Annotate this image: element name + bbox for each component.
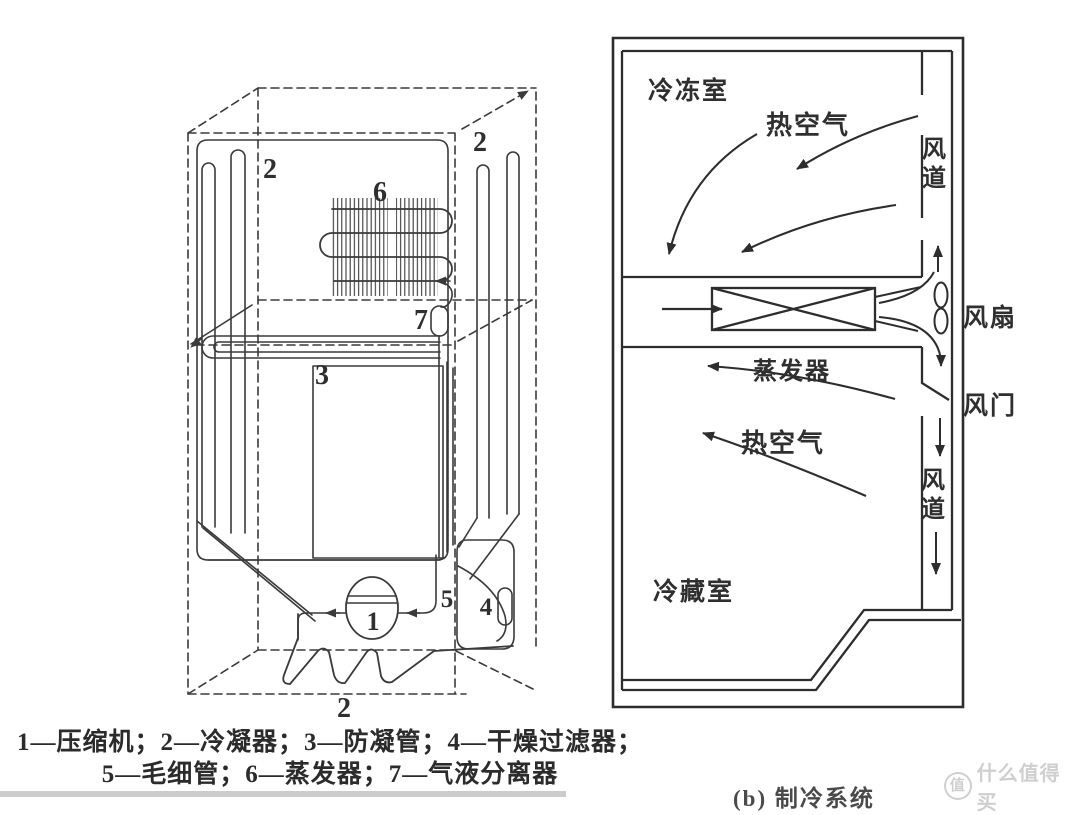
cabinet-dashed-box bbox=[187, 87, 537, 695]
bottom-step-inner bbox=[622, 618, 961, 692]
freezer-airflow-arrows bbox=[666, 114, 919, 255]
fridge-hot-air-arrow bbox=[702, 431, 867, 497]
left-refrigeration-diagram bbox=[187, 87, 537, 695]
damper-wall bbox=[920, 347, 950, 401]
anti-condensation-tube bbox=[201, 335, 441, 359]
outer-cabinet bbox=[611, 36, 965, 709]
fan-up-sweep bbox=[878, 271, 935, 304]
fan-down-sweep bbox=[878, 316, 946, 367]
label-compressor-number: 1 bbox=[366, 607, 380, 636]
figure-page: 2 2 6 7 3 1 5 4 2 冷冻室 热空气 风道 风扇 蒸发器 风门 热… bbox=[0, 36, 1060, 814]
condenser-right-tubes bbox=[476, 151, 520, 519]
sub-caption-partial: (b) 制冷系统 bbox=[733, 786, 875, 811]
label-condenser-bottom: 2 bbox=[337, 693, 351, 724]
label-fan: 风扇 bbox=[963, 305, 1018, 332]
legend-line-2: 5—毛细管；6—蒸发器；7—气液分离器 bbox=[101, 761, 559, 788]
watermark: 值 什么值得买 bbox=[944, 757, 1080, 815]
accumulator-capsule bbox=[430, 305, 449, 337]
label-accumulator-number: 7 bbox=[414, 305, 428, 336]
fan-icon bbox=[933, 281, 949, 335]
drier-compartment bbox=[456, 539, 515, 650]
bottom-condenser-serpentine bbox=[282, 613, 514, 685]
suction-pipes bbox=[438, 335, 454, 558]
evaporator-box bbox=[710, 286, 877, 332]
diagram-canvas bbox=[187, 36, 965, 709]
label-condenser-right: 2 bbox=[473, 127, 487, 158]
inner-lining bbox=[620, 49, 954, 690]
label-condenser-left: 2 bbox=[263, 154, 277, 185]
label-air-duct-bottom: 风道 bbox=[921, 468, 945, 524]
label-damper: 风门 bbox=[963, 393, 1018, 420]
drier-filter-capsule bbox=[497, 587, 513, 626]
compressor bbox=[345, 576, 399, 640]
evaporator-coil bbox=[319, 198, 453, 308]
tube-routing-left bbox=[196, 520, 316, 622]
evaporator-return-arrow bbox=[707, 361, 896, 401]
label-capillary-number: 5 bbox=[440, 586, 454, 613]
label-evaporator-number: 6 bbox=[373, 177, 387, 208]
right-airflow-diagram bbox=[611, 36, 965, 709]
discharge-pipe bbox=[297, 612, 347, 641]
label-fridge-compartment: 冷藏室 bbox=[653, 579, 735, 606]
watermark-badge-icon: 值 bbox=[944, 772, 972, 800]
legend-caption: 1—压缩机；2—冷凝器；3—防凝管；4—干燥过滤器； 5—毛细管；6—蒸发器；7… bbox=[5, 727, 655, 791]
label-drier-filter-number: 4 bbox=[479, 594, 493, 621]
condenser-left-tubes bbox=[201, 149, 246, 534]
inner-compartment bbox=[312, 365, 444, 559]
label-hot-air-top: 热空气 bbox=[766, 111, 851, 140]
legend-line-1: 1—压缩机；2—冷凝器；3—防凝管；4—干燥过滤器； bbox=[16, 729, 643, 756]
divider-perspective-line bbox=[190, 304, 253, 345]
label-air-duct-top: 风道 bbox=[922, 137, 946, 193]
label-anti-condensation-number: 3 bbox=[315, 360, 329, 391]
scan-edge-artifact bbox=[0, 791, 566, 797]
capillary-pipe bbox=[397, 554, 437, 614]
tube-routing-right bbox=[458, 513, 520, 580]
label-hot-air-bottom: 热空气 bbox=[741, 429, 826, 458]
bottom-step-outer bbox=[622, 608, 952, 682]
fan-nozzle bbox=[874, 286, 922, 332]
watermark-text: 什么值得买 bbox=[976, 763, 1061, 814]
label-evaporator-text: 蒸发器 bbox=[753, 359, 831, 385]
drier-pipe bbox=[457, 565, 507, 642]
label-freezer-compartment: 冷冻室 bbox=[648, 78, 730, 105]
